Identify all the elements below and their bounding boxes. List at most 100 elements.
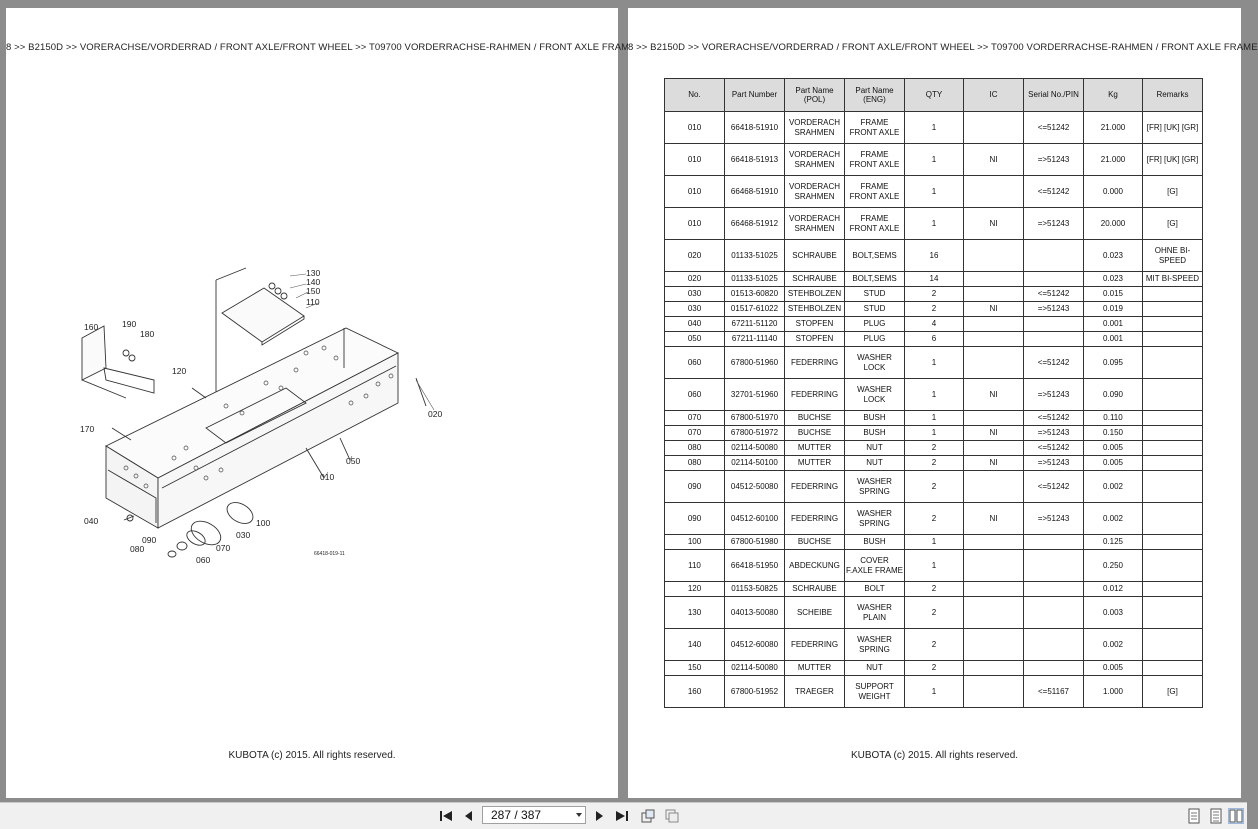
breadcrumb: 8 >> B2150D >> VORERACHSE/VORDERRAD / FR… [628, 42, 1258, 53]
cell-remarks [1142, 549, 1203, 582]
cell-qty: 2 [904, 502, 964, 535]
cell-part-number: 66468-51910 [724, 175, 785, 208]
cell-serial: <=51242 [1023, 440, 1084, 456]
double-page-icon[interactable] [1228, 808, 1244, 824]
cell-remarks [1142, 455, 1203, 471]
cell-kg: 0.012 [1083, 581, 1143, 597]
right-page: 8 >> B2150D >> VORERACHSE/VORDERRAD / FR… [628, 8, 1258, 798]
cell-part-number: 67211-51120 [724, 316, 785, 332]
cell-part-name-pol: FEDERRING [784, 378, 845, 411]
parts-diagram: 130 140 150 110 160 190 180 120 020 170 … [80, 267, 442, 565]
cell-serial [1023, 534, 1084, 550]
cell-qty: 2 [904, 286, 964, 302]
cell-serial: <=51242 [1023, 410, 1084, 426]
cell-part-number: 04512-50080 [724, 470, 785, 503]
single-page-icon[interactable] [1186, 808, 1202, 824]
cell-ic: NI [963, 301, 1024, 317]
cell-no: 070 [664, 410, 725, 426]
cell-part-number: 02114-50080 [724, 660, 785, 676]
cell-no: 010 [664, 175, 725, 208]
cell-part-name-eng: WASHER SPRING [844, 470, 905, 503]
cell-part-number: 67800-51970 [724, 410, 785, 426]
cell-qty: 2 [904, 301, 964, 317]
cell-part-name-pol: MUTTER [784, 660, 845, 676]
cell-part-name-eng: WASHER SPRING [844, 628, 905, 661]
cell-serial [1023, 331, 1084, 347]
cell-part-name-eng: COVER F.AXLE FRAME [844, 549, 905, 582]
page-number-select[interactable]: 287 / 387 [482, 806, 586, 824]
cell-part-name-pol: VORDERACH SRAHMEN [784, 207, 845, 240]
two-page-icon[interactable] [1208, 808, 1224, 824]
cell-no: 110 [664, 549, 725, 582]
cell-ic: NI [963, 143, 1024, 176]
cell-ic [963, 581, 1024, 597]
cell-part-number: 01153-50825 [724, 581, 785, 597]
cell-ic [963, 331, 1024, 347]
cell-part-name-pol: FEDERRING [784, 470, 845, 503]
callout-label: 160 [84, 322, 98, 332]
callout-label: 030 [236, 530, 250, 540]
cell-qty: 14 [904, 271, 964, 287]
callout-label: 060 [196, 555, 210, 565]
cell-part-number: 02114-50080 [724, 440, 785, 456]
cell-qty: 4 [904, 316, 964, 332]
callout-label: 140 [306, 277, 320, 287]
cell-part-name-eng: SUPPORT WEIGHT [844, 675, 905, 708]
last-page-icon[interactable] [614, 808, 630, 824]
callout-label: 150 [306, 286, 320, 296]
callout-label: 090 [142, 535, 156, 545]
cell-part-number: 66468-51912 [724, 207, 785, 240]
cell-kg: 21.000 [1083, 143, 1143, 176]
page-indicator: 287 / 387 [491, 808, 542, 822]
rotate-icon[interactable] [640, 808, 656, 824]
cell-remarks: [G] [1142, 175, 1203, 208]
cell-part-name-pol: FEDERRING [784, 628, 845, 661]
cell-part-name-eng: BOLT [844, 581, 905, 597]
cell-kg: 0.090 [1083, 378, 1143, 411]
cell-part-name-eng: STUD [844, 286, 905, 302]
cell-serial [1023, 596, 1084, 629]
cell-serial: <=51242 [1023, 346, 1084, 379]
cell-remarks [1142, 660, 1203, 676]
cell-part-name-pol: SCHRAUBE [784, 239, 845, 272]
table-header-row: No. Part Number Part Name (POL) Part Nam… [664, 78, 1203, 112]
cell-serial: =>51243 [1023, 455, 1084, 471]
cell-part-name-eng: BUSH [844, 425, 905, 441]
cell-ic: NI [963, 455, 1024, 471]
cell-no: 030 [664, 301, 725, 317]
first-page-icon[interactable] [438, 808, 454, 824]
callout-label: 190 [122, 319, 136, 329]
prev-page-icon[interactable] [460, 808, 476, 824]
breadcrumb: 8 >> B2150D >> VORERACHSE/VORDERRAD / FR… [6, 42, 636, 53]
drawing-number: 66418-019-11 [314, 551, 345, 557]
cell-qty: 2 [904, 596, 964, 629]
cell-serial [1023, 549, 1084, 582]
callout-label: 100 [256, 518, 270, 528]
header-part-name-pol: Part Name (POL) [784, 78, 845, 112]
next-page-icon[interactable] [592, 808, 608, 824]
cell-kg: 21.000 [1083, 111, 1143, 144]
callout-label: 080 [130, 544, 144, 554]
cell-serial: <=51242 [1023, 286, 1084, 302]
fit-icon[interactable] [664, 808, 680, 824]
cell-serial: <=51167 [1023, 675, 1084, 708]
cell-ic [963, 440, 1024, 456]
cell-ic: NI [963, 378, 1024, 411]
cell-qty: 2 [904, 581, 964, 597]
left-page: 8 >> B2150D >> VORERACHSE/VORDERRAD / FR… [6, 8, 636, 798]
cell-no: 120 [664, 581, 725, 597]
cell-part-name-pol: MUTTER [784, 440, 845, 456]
cell-part-name-eng: NUT [844, 660, 905, 676]
cell-part-name-eng: FRAME FRONT AXLE [844, 143, 905, 176]
callout-label: 010 [320, 472, 334, 482]
cell-no: 030 [664, 286, 725, 302]
cell-kg: 0.002 [1083, 470, 1143, 503]
cell-no: 010 [664, 143, 725, 176]
